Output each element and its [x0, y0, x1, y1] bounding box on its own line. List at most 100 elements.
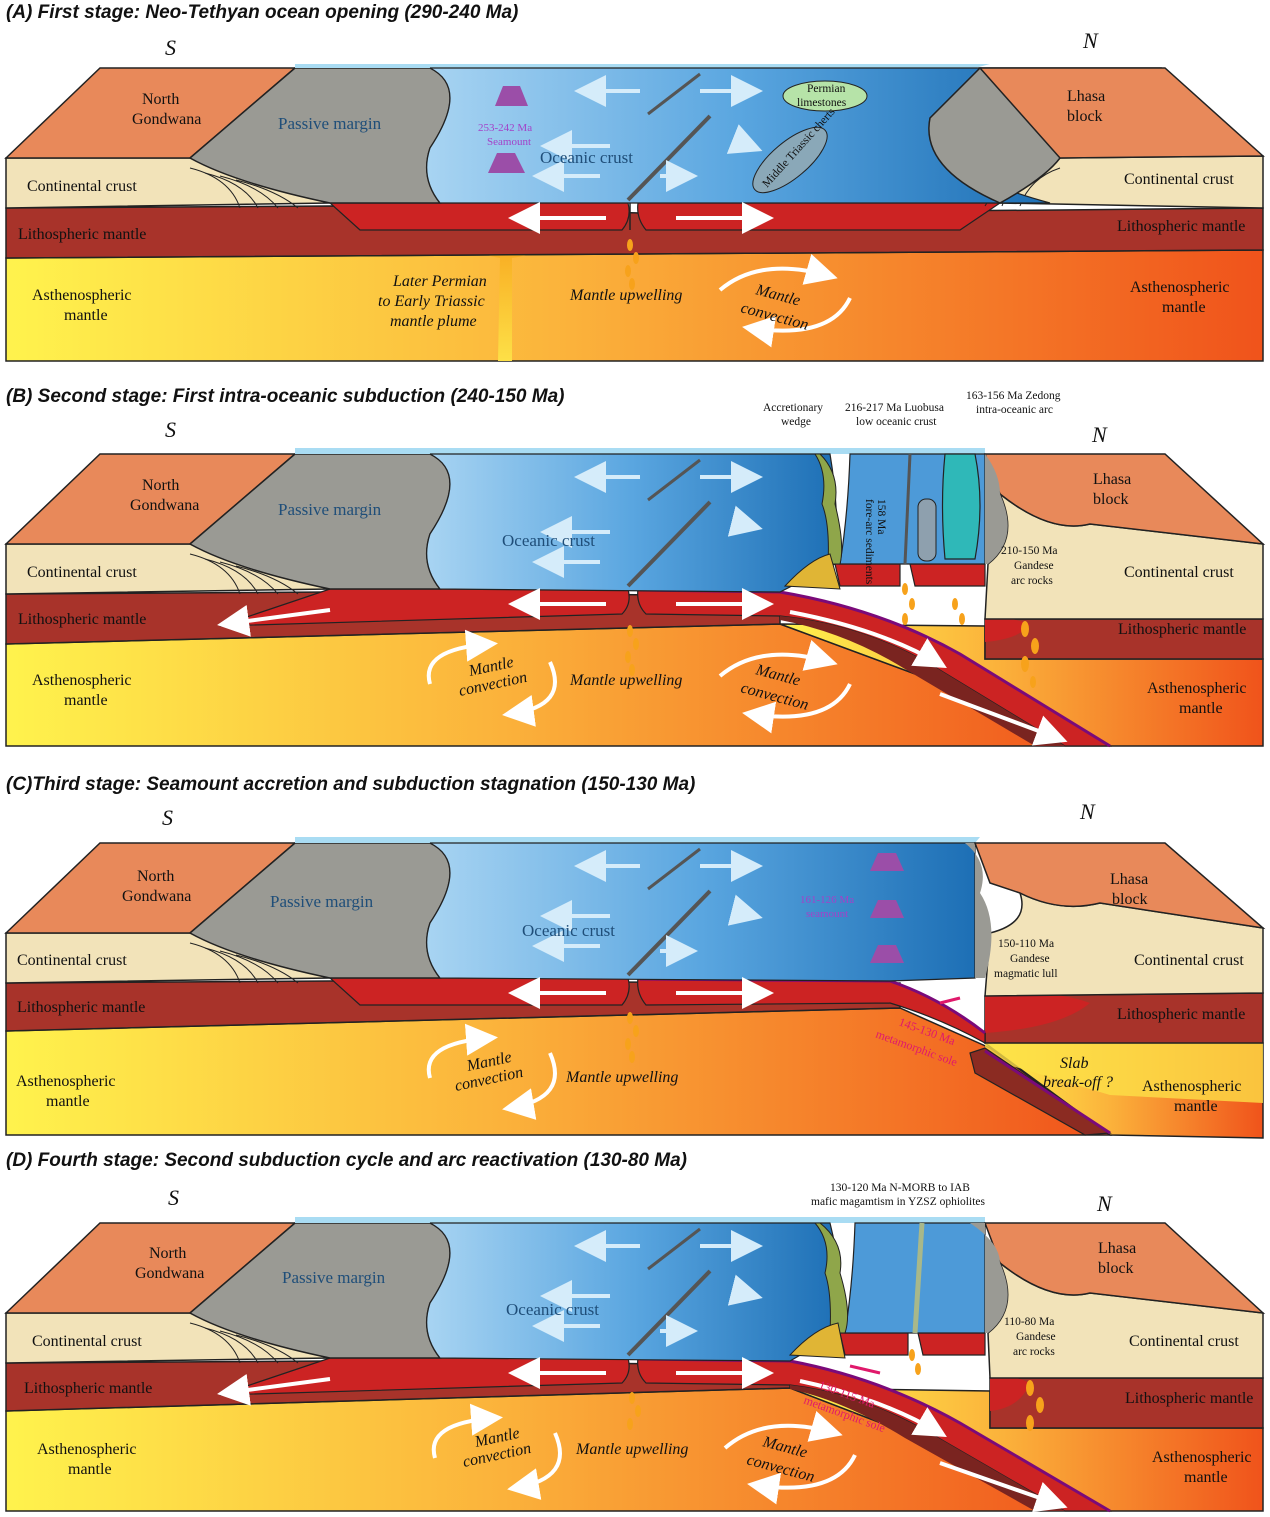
label: Gondwana [122, 888, 191, 905]
label: Slab [1060, 1055, 1088, 1072]
label: Continental crust [27, 564, 137, 581]
label: Lithospheric mantle [18, 611, 146, 628]
label: Lithospheric mantle [1117, 218, 1245, 235]
label: Asthenospheric [32, 287, 132, 304]
label: Gondwana [132, 111, 201, 128]
label: Mantle upwelling [569, 287, 682, 304]
label: Gondwana [130, 497, 199, 514]
lhasa-block [983, 1222, 1266, 1315]
label: Mantle upwelling [575, 1441, 688, 1458]
label: Continental crust [1129, 1333, 1239, 1350]
stage-d-title: (D) Fourth stage: Second subduction cycl… [6, 1150, 687, 1171]
label: 150-110 Ma [998, 938, 1054, 950]
label: Asthenospheric [32, 672, 132, 689]
label: Lhasa [1067, 88, 1105, 105]
label: Oceanic crust [522, 921, 615, 940]
label: mantle [64, 692, 108, 709]
south-label: S [165, 35, 176, 60]
panel-a-diagram: S N North Gondwana Passive margin 253-24… [4, 28, 1265, 362]
label: Asthenospheric [1147, 680, 1247, 697]
label: Asthenospheric [1152, 1449, 1252, 1466]
label: mantle [46, 1093, 90, 1110]
north-label: N [1079, 799, 1096, 824]
broken-slab [969, 1047, 1112, 1136]
label: Passive margin [278, 114, 382, 133]
spreading-arrows [532, 75, 763, 192]
label: Mantle upwelling [569, 672, 682, 689]
asthenosphere [5, 249, 1264, 362]
label: Asthenospheric [37, 1441, 137, 1458]
lhasa-block [983, 453, 1266, 546]
oceanic-crust [426, 453, 838, 593]
label: mafic magamtism in YZSZ ophiolites [811, 1196, 985, 1208]
label: Accretionary [763, 402, 823, 414]
label: Mantle upwelling [565, 1069, 678, 1086]
label: 210-150 Ma [1001, 545, 1058, 557]
label: break-off ? [1043, 1074, 1113, 1091]
label: mantle plume [390, 313, 477, 330]
label: Passive margin [270, 892, 374, 911]
zedong-arc [941, 453, 981, 560]
label: 253-242 Ma [478, 122, 532, 134]
permian-limestones [782, 80, 868, 112]
stage-c-title: (C)Third stage: Seamount accretion and s… [6, 774, 696, 795]
label: wedge [781, 416, 811, 428]
label: 163-156 Ma Zedong [966, 390, 1061, 402]
label: to Early Triassic [378, 293, 485, 310]
label: Gondwana [135, 1265, 204, 1282]
label: block [1098, 1260, 1134, 1277]
label: Passive margin [278, 500, 382, 519]
label: 130-120 Ma N-MORB to IAB [830, 1182, 970, 1194]
label: limestones [797, 97, 847, 109]
south-label: S [165, 417, 176, 442]
oceanic-lithosphere-right [637, 202, 1002, 231]
label: Lithospheric mantle [18, 226, 146, 243]
stage-a-title: (A) First stage: Neo-Tethyan ocean openi… [6, 2, 519, 23]
south-label: S [168, 1185, 179, 1210]
label: intra-oceanic arc [976, 404, 1053, 416]
panel-b-diagram: S N North Gondwana Passive margin Oceani… [4, 390, 1266, 748]
north-label: N [1082, 28, 1099, 53]
south-label: S [162, 805, 173, 830]
label: North [142, 91, 179, 108]
label: magmatic lull [994, 968, 1058, 980]
label: mantle [1184, 1469, 1228, 1486]
label: Lithospheric mantle [1125, 1390, 1253, 1407]
label: seamount [806, 908, 848, 920]
label: Continental crust [32, 1333, 142, 1350]
label: Continental crust [1124, 171, 1234, 188]
label: Later Permian [392, 273, 487, 290]
label: Continental crust [27, 178, 137, 195]
label: Lithospheric mantle [24, 1380, 152, 1397]
convection-arrows [718, 254, 852, 348]
mantle-plume [470, 224, 545, 361]
label: 161-126 Ma [800, 894, 854, 906]
seamount [488, 153, 525, 173]
label: mantle [68, 1461, 112, 1478]
label: fore-arc sediments [863, 499, 875, 585]
label: Lithospheric mantle [1118, 621, 1246, 638]
label: Continental crust [1134, 952, 1244, 969]
magma-drops [625, 239, 639, 290]
label: Asthenospheric [1130, 279, 1230, 296]
label: Asthenospheric [16, 1073, 116, 1090]
label: arc rocks [1011, 575, 1053, 587]
label: block [1112, 891, 1148, 908]
label: 158 Ma [875, 499, 887, 534]
label: Asthenospheric [1142, 1078, 1242, 1095]
label: Gandese [1010, 953, 1050, 965]
label: North [142, 477, 179, 494]
label: Passive margin [282, 1268, 386, 1287]
label: Lhasa [1093, 471, 1131, 488]
panel-d-diagram: S N North Gondwana Passive margin Oceani… [4, 1182, 1266, 1513]
oceanic-crust [426, 1222, 841, 1362]
label: 110-80 Ma [1004, 1316, 1054, 1328]
seamount [495, 86, 528, 106]
label: Oceanic crust [502, 531, 595, 550]
stage-b-title: (B) Second stage: First intra-oceanic su… [6, 386, 565, 407]
label: North [149, 1245, 186, 1262]
label: Lithospheric mantle [17, 999, 145, 1016]
label: block [1067, 108, 1103, 125]
label: block [1093, 491, 1129, 508]
lhasa-block [978, 67, 1265, 159]
